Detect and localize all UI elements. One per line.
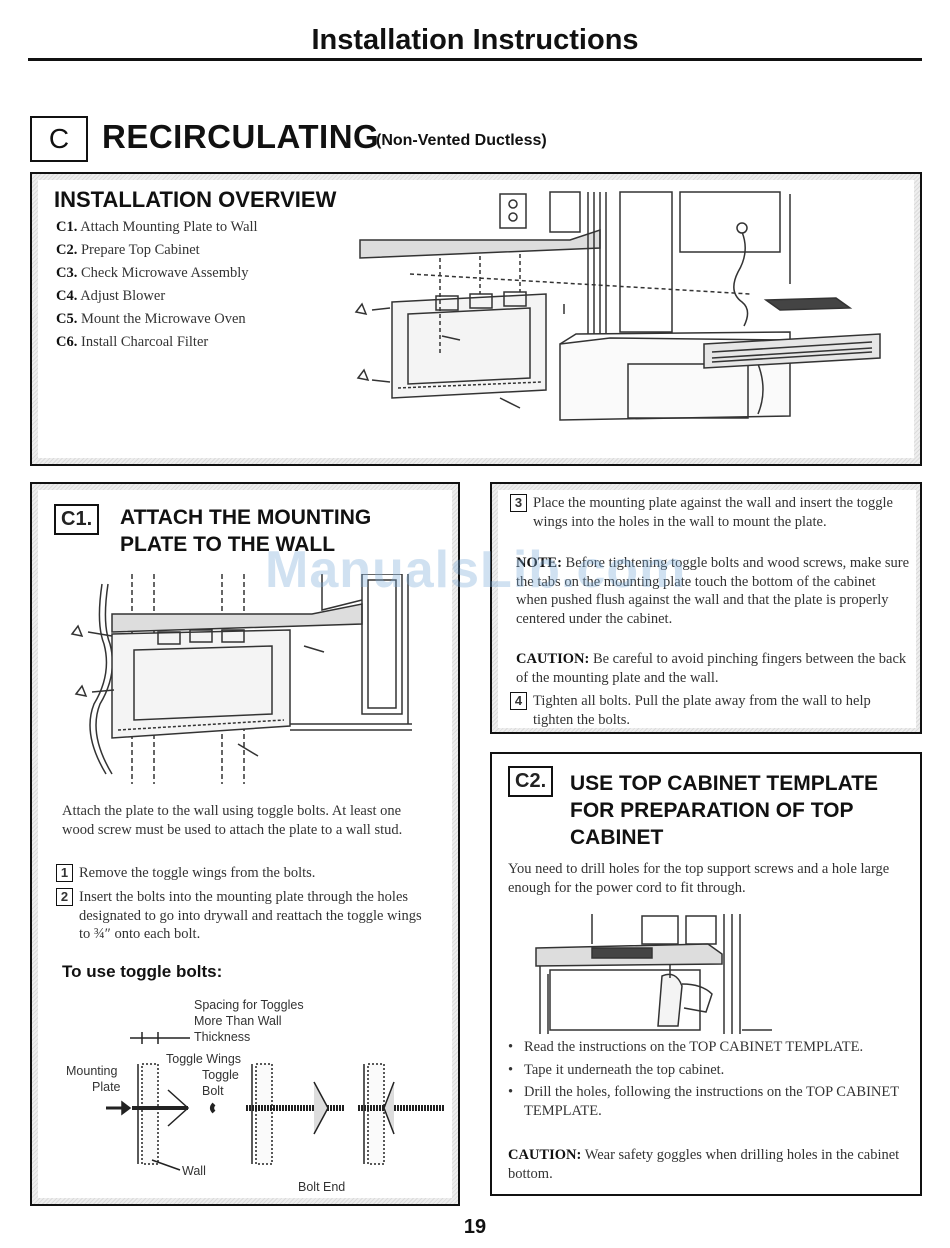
c1-panel: C1. ATTACH THE MOUNTING PLATE TO THE WAL… [30, 482, 460, 1206]
toggle-heading: To use toggle bolts: [62, 962, 223, 981]
step-4-number: 4 [510, 692, 527, 710]
c1-intro: Attach the plate to the wall using toggl… [62, 803, 403, 838]
c1-inner: C1. ATTACH THE MOUNTING PLATE TO THE WAL… [38, 490, 452, 1198]
page-number: 19 [463, 1216, 487, 1238]
watermark: ManualsLib.com [265, 541, 687, 599]
step-3: 3 Place the mounting plate against the w… [510, 494, 910, 531]
c1-label-box: C1. [54, 504, 100, 535]
c2-title: USE TOP CABINET TEMPLATE FOR PREPARATION… [570, 772, 879, 849]
label-plate: Plate [92, 1080, 121, 1094]
label-wall: Wall [182, 1164, 206, 1178]
steps-3-4-panel: 3 Place the mounting plate against the w… [490, 482, 922, 734]
overview-illustration [354, 191, 881, 421]
c2-bullet: •Tape it underneath the top cabinet. [508, 1061, 725, 1078]
section-letter-box: C [30, 116, 88, 162]
overview-step: C2. Prepare Top Cabinet [56, 242, 200, 258]
label-bolt-end: Bolt End [298, 1180, 346, 1194]
c2-bullet: •Drill the holes, following the instruct… [508, 1084, 899, 1119]
c2-caution: CAUTION: Wear safety goggles when drilli… [508, 1147, 900, 1182]
step-caution: CAUTION: Be careful to avoid pinching fi… [516, 651, 907, 686]
c1-step-2: 2 Insert the bolts into the mounting pla… [56, 888, 436, 944]
overview-title: INSTALLATION OVERVIEW [54, 187, 337, 212]
label-thickness: Thickness [194, 1030, 251, 1044]
overview-steps: C1. Attach Mounting Plate to Wall C2. Pr… [56, 216, 258, 354]
label-toggle: Toggle [202, 1068, 239, 1082]
overview-inner: INSTALLATION OVERVIEW C1. Attach Mountin… [38, 180, 914, 458]
section-title: C RECIRCULATING (Non-Vented Ductless) [30, 116, 730, 162]
overview-step: C5. Mount the Microwave Oven [56, 311, 246, 327]
c2-illustration [535, 914, 772, 1034]
overview-step: C3. Check Microwave Assembly [56, 265, 249, 281]
step-3-number: 3 [510, 494, 527, 512]
c1-step-1-number: 1 [56, 864, 73, 882]
step-note: NOTE: Before tightening toggle bolts and… [516, 555, 910, 627]
label-mounting: Mounting [66, 1064, 118, 1078]
toggle-diagram-art [106, 1032, 444, 1171]
overview-step: C1. Attach Mounting Plate to Wall [56, 219, 258, 235]
c2-intro: You need to drill holes for the top supp… [508, 861, 890, 896]
page-header: Installation Instructions [28, 24, 922, 61]
overview-step: C6. Install Charcoal Filter [56, 334, 209, 350]
c1-illustration [70, 574, 412, 784]
label-spacing: Spacing for Toggles [194, 998, 304, 1012]
c2-bullets: •Read the instructions on the TOP CABINE… [508, 1038, 908, 1124]
label-toggle-wings: Toggle Wings [166, 1052, 242, 1066]
overview-step: C4. Adjust Blower [56, 288, 166, 304]
step-4: 4 Tighten all bolts. Pull the plate away… [510, 692, 910, 729]
c1-step-1: 1 Remove the toggle wings from the bolts… [56, 864, 436, 883]
section-subtitle: (Non-Vented Ductless) [376, 132, 547, 149]
c2-label-box: C2. [508, 766, 554, 797]
c1-step-2-number: 2 [56, 888, 73, 906]
steps-3-4-inner: 3 Place the mounting plate against the w… [498, 490, 916, 728]
c2-bullet: •Read the instructions on the TOP CABINE… [508, 1039, 864, 1055]
c2-panel: C2. USE TOP CABINET TEMPLATE FOR PREPARA… [490, 752, 922, 1196]
label-bolt: Bolt [202, 1084, 224, 1098]
overview-panel: INSTALLATION OVERVIEW C1. Attach Mountin… [30, 172, 922, 466]
section-main-title: RECIRCULATING [102, 118, 380, 155]
label-more-than-wall: More Than Wall [194, 1014, 282, 1028]
page-title: Installation Instructions [311, 24, 639, 56]
toggle-diagram: Spacing for Toggles More Than Wall Thick… [58, 992, 448, 1194]
c1-title: ATTACH THE MOUNTING PLATE TO THE WALL [120, 506, 372, 556]
